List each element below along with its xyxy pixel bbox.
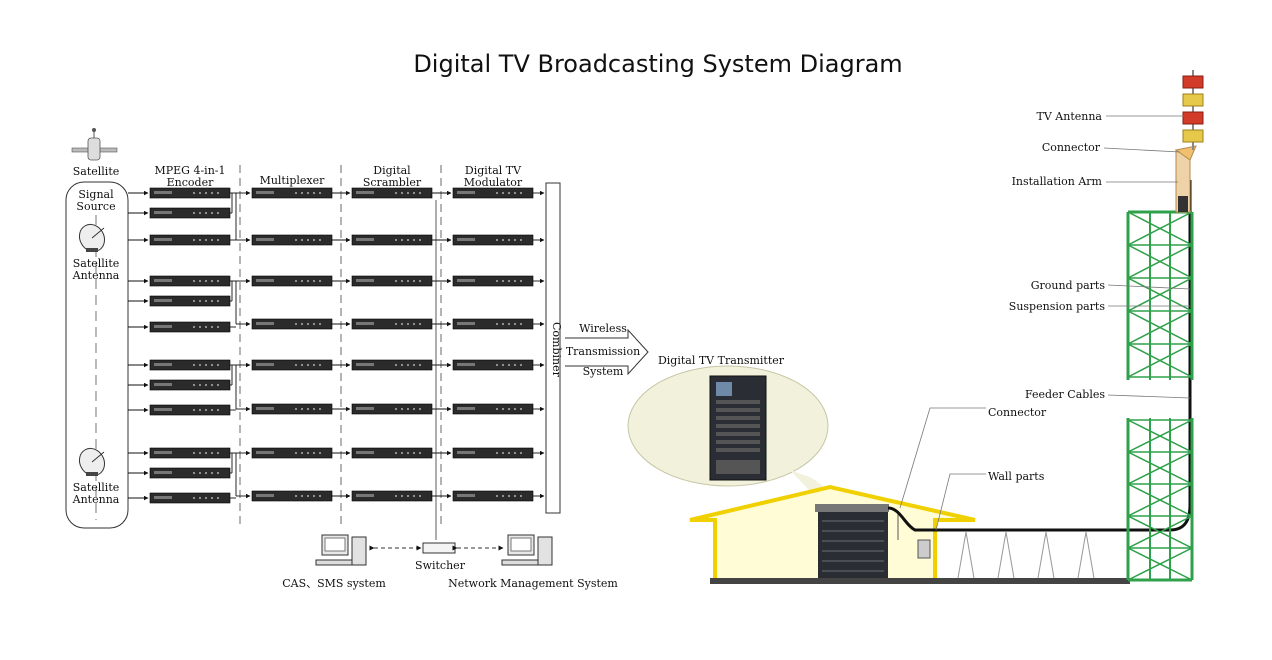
connector-top: [1174, 145, 1197, 161]
cable-supports: [957, 531, 1095, 579]
modulator-unit: [452, 447, 534, 459]
wireless-label-2: Transmission: [566, 345, 640, 358]
combiner-label: Combiner: [550, 322, 563, 378]
encoder-unit: [149, 187, 231, 199]
nms-label: Network Management System: [448, 577, 618, 590]
modulator-unit: [452, 359, 534, 371]
multiplexer-unit: [251, 234, 333, 246]
wall-parts-label: Wall parts: [988, 470, 1045, 483]
encoder-unit: [149, 447, 231, 459]
encoder-unit: [149, 467, 231, 479]
satellite-label: Satellite: [73, 165, 120, 178]
multiplexer-unit: [251, 275, 333, 287]
switcher-device: [422, 542, 456, 554]
satellite-icon: [71, 128, 118, 161]
scrambler-unit: [351, 275, 433, 287]
modulator-unit: [452, 403, 534, 415]
satellite-dish-icon: [78, 447, 106, 477]
satellite-antenna-1-label-2: Antenna: [72, 269, 120, 282]
scrambler-unit: [351, 403, 433, 415]
encoder-header-2: Encoder: [167, 176, 214, 189]
tv-antenna-label: TV Antenna: [1037, 110, 1103, 123]
modulator-header-1: Digital TV: [465, 164, 522, 177]
arm-clamp: [1178, 196, 1188, 212]
transmitter-label: Digital TV Transmitter: [658, 354, 785, 367]
multiplexer-unit: [251, 490, 333, 502]
satellite-antenna-2-label-2: Antenna: [72, 493, 120, 506]
diagram-title: Digital TV Broadcasting System Diagram: [413, 50, 902, 78]
suspension-parts-label: Suspension parts: [1009, 300, 1106, 313]
encoder-header-1: MPEG 4-in-1: [154, 164, 225, 177]
modulator-unit: [452, 318, 534, 330]
equipment-rack-rows: [128, 187, 545, 504]
scrambler-header-1: Digital: [373, 164, 411, 177]
signal-source-box: [65, 181, 129, 529]
modulator-unit: [452, 187, 534, 199]
wireless-arrow: [565, 328, 649, 376]
encoder-unit: [149, 379, 231, 391]
tv-antenna-icon: [1182, 70, 1204, 150]
scrambler-unit: [351, 234, 433, 246]
scrambler-unit: [351, 359, 433, 371]
computer-icon: [501, 534, 553, 566]
signal-source-label-2: Source: [76, 200, 115, 213]
signal-source-label-1: Signal: [78, 188, 114, 201]
satellite-antenna-1-label-1: Satellite: [73, 257, 120, 270]
encoder-unit: [149, 404, 231, 416]
column-separators: [239, 165, 442, 528]
encoder-unit: [149, 207, 231, 219]
encoder-unit: [149, 275, 231, 287]
scrambler-unit: [351, 447, 433, 459]
scrambler-header-2: Scrambler: [363, 176, 422, 189]
encoder-unit: [149, 295, 231, 307]
modulator-unit: [452, 275, 534, 287]
combiner-box: [545, 182, 561, 514]
transmitter-cabinet: [709, 375, 767, 481]
feeder-cables-label: Feeder Cables: [1025, 388, 1105, 401]
scrambler-unit: [351, 187, 433, 199]
multiplexer-unit: [251, 403, 333, 415]
tower-gap: [1120, 380, 1200, 418]
installation-arm-label: Installation Arm: [1012, 175, 1103, 188]
scrambler-unit: [351, 318, 433, 330]
satellite-antenna-2-label-1: Satellite: [73, 481, 120, 494]
encoder-unit: [149, 321, 231, 333]
encoder-unit: [149, 359, 231, 371]
cas-sms-label: CAS、SMS system: [282, 577, 386, 590]
encoder-unit: [149, 492, 231, 504]
leader-lines: [899, 115, 1191, 531]
wireless-label-1: Wireless: [579, 322, 627, 335]
encoder-unit: [149, 234, 231, 246]
transmitter-house: [689, 484, 1130, 584]
modulator-unit: [452, 234, 534, 246]
scrambler-unit: [351, 490, 433, 502]
wireless-label-3: System: [583, 365, 624, 378]
computer-icon: [315, 534, 367, 566]
connector-mid-label: Connector: [988, 406, 1047, 419]
satellite-dish-icon: [78, 223, 106, 253]
connector-top-label: Connector: [1042, 141, 1101, 154]
ground-parts-label: Ground parts: [1031, 279, 1106, 292]
multiplexer-unit: [251, 187, 333, 199]
modulator-header-2: Modulator: [464, 176, 523, 189]
multiplexer-unit: [251, 318, 333, 330]
multiplexer-unit: [251, 447, 333, 459]
switcher-label: Switcher: [415, 559, 466, 572]
modulator-unit: [452, 490, 534, 502]
multiplexer-unit: [251, 359, 333, 371]
multiplexer-header: Multiplexer: [260, 174, 326, 187]
